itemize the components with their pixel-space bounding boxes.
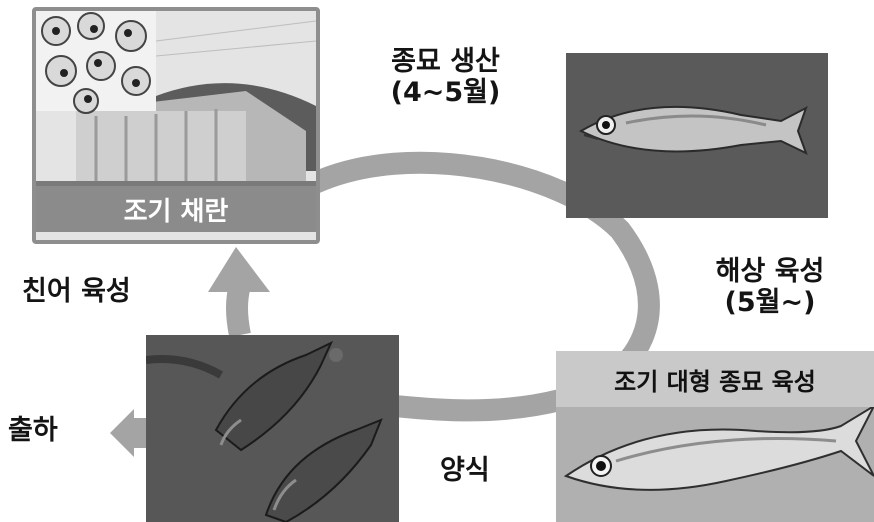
juvenile-fish-panel [566,53,828,218]
early-spawning-panel: 조기 채란 [32,7,320,244]
broodstock-rearing-label: 친어 육성 [22,276,131,307]
cycle-ring [310,151,660,422]
aquaculture-label: 양식 [440,455,490,486]
shipment-arrow [110,409,151,457]
seed-production-title: 종묘 생산 [391,46,500,77]
early-spawning-label: 조기 채란 [36,186,316,232]
aquaculture-tuna-panel [146,335,399,522]
large-juvenile-label: 조기 대형 종묘 육성 [556,351,874,407]
cycle-ring-left [226,282,251,338]
shipment-label: 출하 [8,415,58,446]
sea-rearing-title: 해상 육성 [715,256,825,287]
seed-production-label: 종묘 생산 (4~5월) [358,46,533,108]
seed-production-period: (4~5월) [390,77,501,109]
juvenile-fish-image [566,53,828,218]
sea-rearing-label: 해상 육성 (5월~) [690,256,850,318]
sea-rearing-period: (5월~) [724,287,816,319]
large-juvenile-panel: 조기 대형 종묘 육성 [556,351,874,522]
cycle-arrow-head [208,247,270,292]
egg-cluster [41,12,151,114]
tuna-school-image [146,335,399,522]
